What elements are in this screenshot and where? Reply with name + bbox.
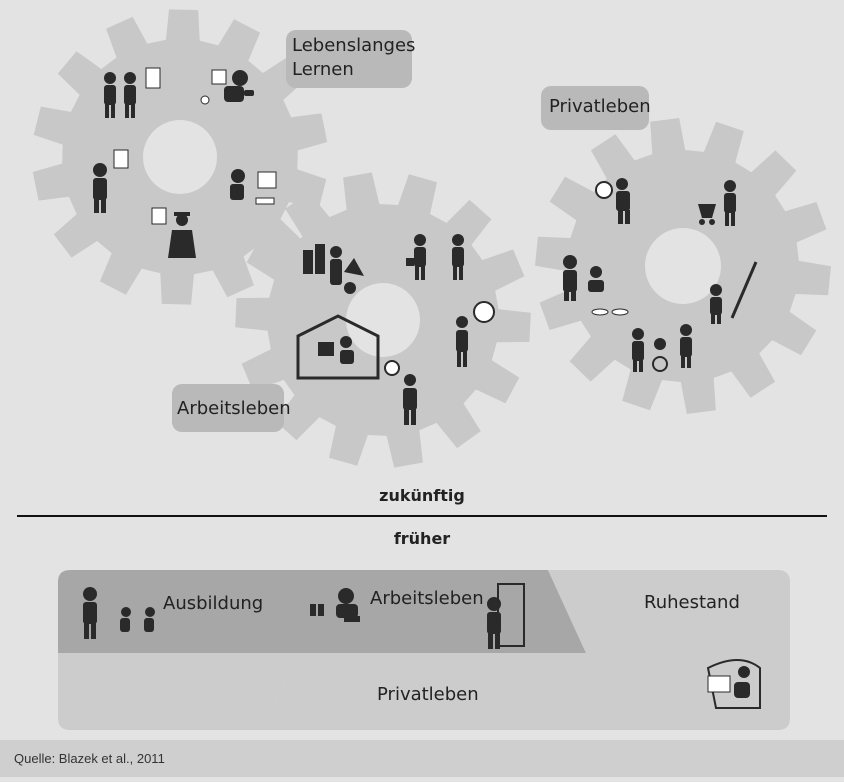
gear-label-private-life: Privatleben bbox=[549, 96, 651, 117]
office-worker-icon bbox=[310, 588, 360, 622]
worker-door-icon bbox=[487, 583, 525, 649]
band-private-mid bbox=[262, 653, 586, 730]
gear-hole bbox=[645, 228, 721, 304]
gear-label-working-life: Arbeitsleben bbox=[177, 398, 291, 419]
footer-bar bbox=[0, 740, 844, 777]
reader-armchair-icon bbox=[706, 659, 761, 709]
timeline-label-private-life: Privatleben bbox=[377, 684, 479, 705]
people-icons bbox=[93, 67, 758, 425]
home-office-icon bbox=[296, 314, 380, 380]
segment-education bbox=[58, 570, 298, 653]
traveler-globe-icon bbox=[595, 178, 630, 224]
label-box-lifelong-learning bbox=[286, 30, 412, 88]
source-note: Quelle: Blazek et al., 2011 bbox=[14, 751, 165, 766]
gear-label-line-1: Lebenslanges bbox=[292, 35, 416, 56]
band-private-left bbox=[58, 653, 298, 730]
label-box-working-life bbox=[172, 384, 284, 432]
student-computer-icon bbox=[230, 169, 277, 205]
gear-label-line-2: Lernen bbox=[292, 59, 354, 80]
teacher-students-icon bbox=[104, 67, 161, 118]
timeline-icons bbox=[83, 583, 761, 709]
presenter-icon bbox=[93, 149, 129, 213]
heading-future: zukünftig bbox=[379, 486, 465, 505]
gear-lifelong-learning bbox=[32, 9, 328, 305]
gear-label-lifelong-learning: Lebenslanges Lernen bbox=[292, 34, 415, 82]
divider-line bbox=[17, 515, 827, 517]
gear-working-life bbox=[235, 172, 531, 468]
timeline-label-work: Arbeitsleben bbox=[370, 588, 484, 609]
gear-hole bbox=[346, 283, 420, 357]
label-box-private-life bbox=[541, 86, 649, 130]
graduate-icon bbox=[151, 207, 196, 258]
gear-private-life bbox=[535, 118, 831, 414]
playground-slide-icon bbox=[710, 261, 758, 324]
clock-worker-icon bbox=[456, 301, 495, 367]
cook-family-icon bbox=[563, 255, 629, 316]
gear-hole bbox=[143, 120, 217, 194]
heading-past: früher bbox=[393, 529, 451, 548]
business-handshake-icon bbox=[406, 234, 464, 280]
parent-stroller-icon bbox=[698, 180, 736, 226]
caregiver-wheelchair-icon bbox=[632, 324, 692, 372]
teacher-pupils-icon bbox=[83, 587, 155, 639]
timeline-label-education: Ausbildung bbox=[163, 593, 264, 614]
worker-with-clock-icon bbox=[384, 360, 417, 425]
city-workers-icon bbox=[303, 244, 364, 294]
timeline-label-retirement: Ruhestand bbox=[644, 592, 740, 613]
child-playing-icon bbox=[200, 69, 254, 105]
